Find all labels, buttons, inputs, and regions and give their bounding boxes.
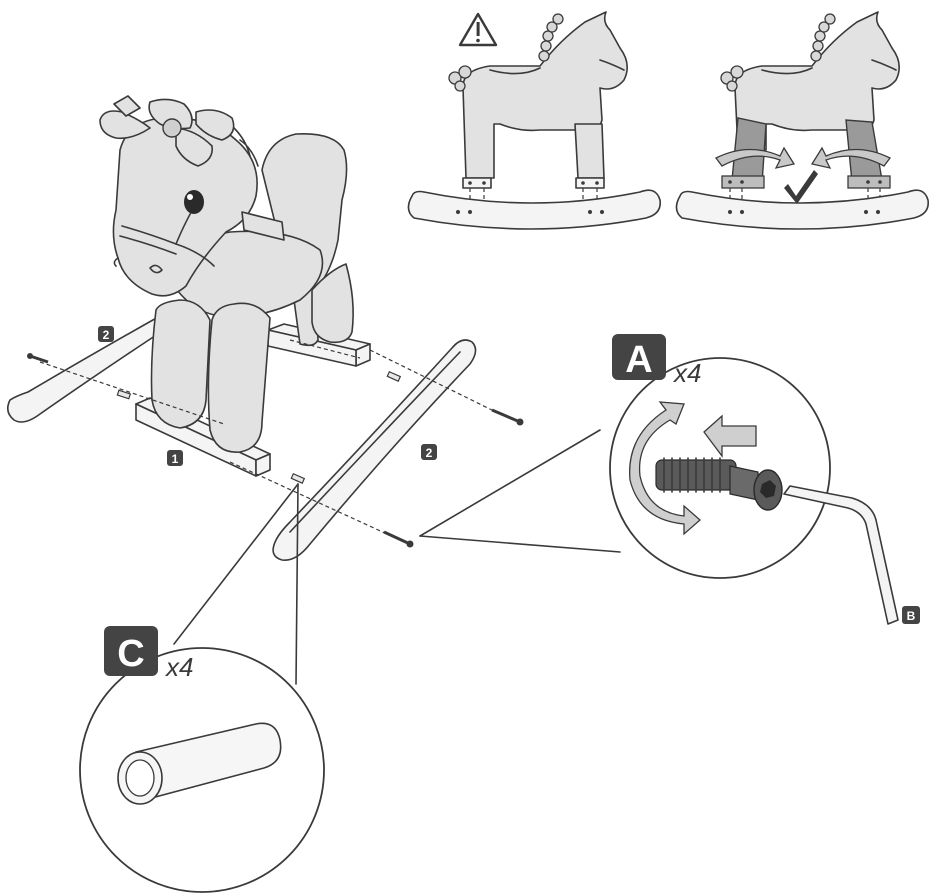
- part-badge-1: 1: [167, 450, 183, 466]
- checkmark-icon: [784, 170, 818, 204]
- callout-a-qty: x4: [672, 358, 701, 388]
- rocker-side-correct: [675, 189, 930, 230]
- horse-side-view-wrong: [448, 11, 628, 189]
- horse-eye: [184, 190, 204, 214]
- callout-c-label: C: [117, 633, 144, 675]
- push-arrow-icon: [703, 414, 757, 458]
- callout-c: C x4: [79, 483, 325, 893]
- rotate-arrow-left-icon: [715, 146, 796, 169]
- wrong-orientation-detail: [407, 11, 662, 230]
- dowel-icon: [116, 389, 132, 400]
- horse-body: [99, 95, 354, 453]
- rotate-arrow-icon: [628, 401, 701, 536]
- part-badge-2-right-label: 2: [426, 446, 433, 460]
- part-badge-2-right: 2: [421, 444, 437, 460]
- bolt-icon: [491, 408, 524, 426]
- callout-c-badge: C: [104, 626, 158, 676]
- tail: [448, 65, 472, 92]
- bolt-icon: [383, 530, 414, 548]
- bolt-icon: [27, 353, 49, 364]
- bolt-icon: [655, 457, 783, 511]
- rocker-right: [272, 339, 477, 561]
- hex-key-icon: [783, 485, 899, 625]
- horse-side-view-correct: [720, 11, 900, 189]
- dowel-icon: [117, 722, 282, 805]
- tail: [720, 65, 744, 92]
- callout-a: B A x4: [419, 334, 920, 625]
- mane: [538, 13, 564, 62]
- part-badge-1-label: 1: [172, 452, 179, 466]
- rotate-arrow-right-icon: [810, 146, 891, 169]
- warning-triangle-icon: [458, 12, 498, 47]
- horse-bow: [99, 95, 259, 167]
- dowel-icon: [386, 370, 402, 382]
- dowel-icon: [290, 472, 306, 484]
- mane: [810, 13, 836, 62]
- part-badge-2-left: 2: [98, 326, 114, 342]
- callout-c-qty: x4: [164, 652, 193, 682]
- tool-badge-b: B: [902, 606, 920, 624]
- part-badge-2-left-label: 2: [103, 328, 110, 342]
- callout-a-label: A: [625, 339, 652, 381]
- exploded-assembly-view: 1 2 2: [6, 95, 524, 561]
- rocker-side-wrong: [407, 189, 662, 230]
- tool-badge-b-label: B: [907, 609, 916, 623]
- correct-orientation-detail: [675, 11, 930, 230]
- callout-a-badge: A: [612, 334, 666, 381]
